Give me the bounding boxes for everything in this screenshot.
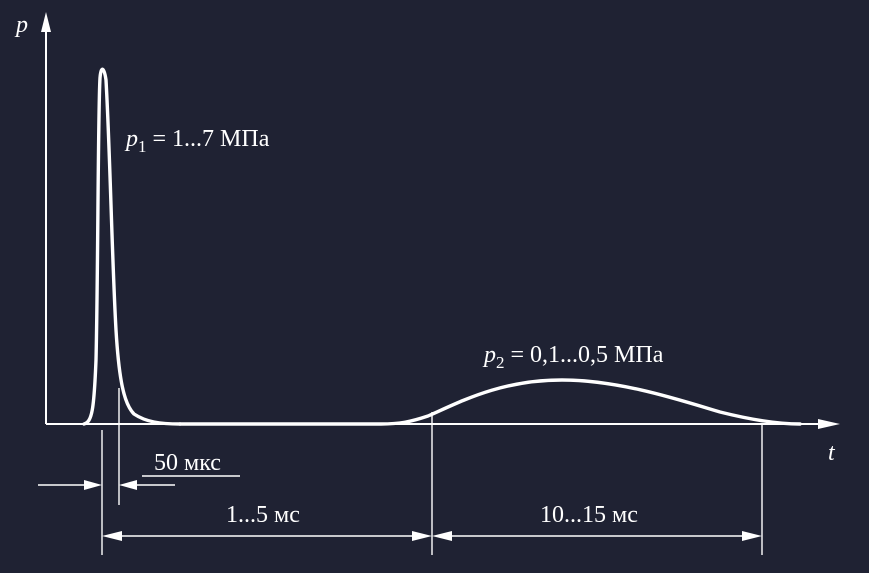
pulse-width-label: 50 мкс — [154, 450, 221, 476]
x-axis-label: t — [828, 440, 836, 466]
p1-value: = 1...7 МПа — [147, 126, 270, 152]
p2-value: = 0,1...0,5 МПа — [505, 342, 664, 368]
pulse-width-arrow-left — [84, 480, 102, 490]
p1-symbol: p — [124, 126, 138, 152]
second-duration-arrow-right — [742, 531, 762, 541]
y-axis-arrow — [41, 12, 51, 32]
y-axis-label: p — [14, 12, 28, 38]
gap-arrow-left — [102, 531, 122, 541]
p1-subscript: 1 — [138, 137, 147, 156]
p2-symbol: p — [482, 342, 496, 368]
second-duration-arrow-left — [432, 531, 452, 541]
p2-label: p2 = 0,1...0,5 МПа — [482, 342, 664, 372]
pulse-p1-curve — [82, 67, 182, 426]
second-duration-label: 10...15 мс — [540, 502, 638, 528]
p2-subscript: 2 — [496, 353, 505, 372]
pulse-width-arrow-right — [119, 480, 137, 490]
pulse-p2-curve — [178, 378, 802, 426]
p1-label: p1 = 1...7 МПа — [124, 126, 270, 156]
gap-arrow-right — [412, 531, 432, 541]
x-axis-arrow — [818, 419, 840, 429]
gap-label: 1...5 мс — [226, 502, 300, 528]
